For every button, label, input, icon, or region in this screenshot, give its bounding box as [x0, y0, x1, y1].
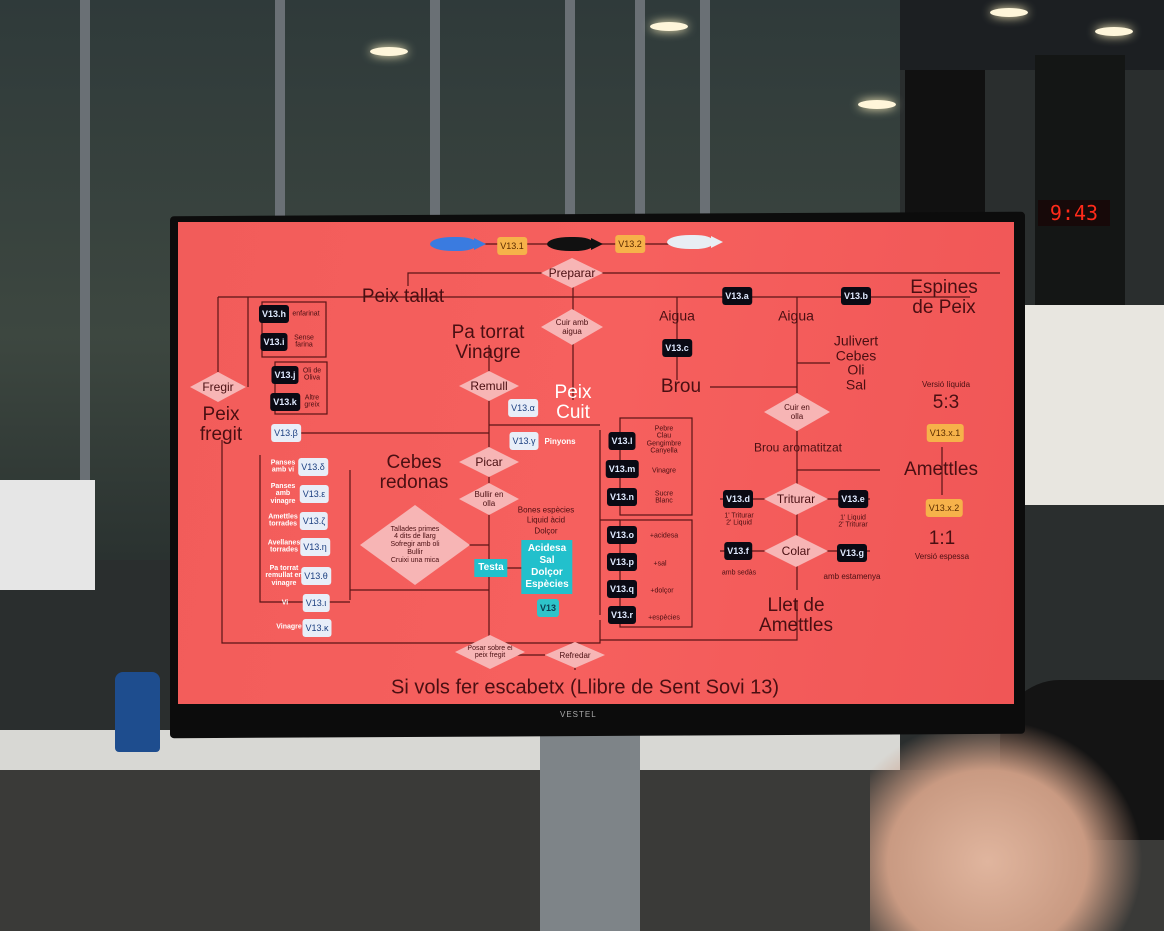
label-llet-de-amettles: Llet de Amettles	[759, 595, 833, 636]
badge-v13-iota: V13.ι	[302, 594, 330, 612]
label-espines-de-peix: Espines de Peix	[910, 277, 978, 318]
note-v13-f: amb sedàs	[721, 569, 757, 577]
badge-v13-p: V13.p	[606, 553, 638, 571]
badge-v13-r: V13.r	[607, 606, 637, 624]
badge-v13-h: V13.h	[258, 305, 290, 323]
wall-clock: 9:43	[1038, 200, 1110, 226]
extra-label: Amettles torrades	[268, 513, 298, 528]
option-label: +espècies	[648, 614, 680, 622]
option-label: enfarinat	[292, 310, 320, 318]
option-label: Vinagre	[651, 467, 677, 475]
pillar	[905, 70, 985, 230]
window-frame	[80, 0, 90, 560]
badge-v13-epsilon: V13.ε	[299, 485, 329, 503]
pillar	[1035, 55, 1125, 305]
badge-v13-x1: V13.x.1	[926, 424, 964, 442]
label-peix-tallat: Peix tallat	[361, 286, 445, 308]
label-pinyons: Pinyons	[544, 436, 576, 446]
label-ratio-1-1: 1:1	[928, 528, 956, 550]
badge-v13-j: V13.j	[271, 366, 299, 384]
extra-label: Vinagre	[276, 623, 302, 631]
person-hand	[870, 700, 1164, 931]
note-v13-d: 1' Triturar 2' Liquid	[724, 512, 754, 527]
option-label: Oli de Oliva	[302, 367, 322, 382]
label-versio-espessa: Versió espessa	[914, 551, 970, 561]
badge-v13-f: V13.f	[724, 542, 752, 560]
diagram-title: Si vols fer escabetx (Llibre de Sent Sov…	[391, 676, 779, 699]
label-brou: Brou	[660, 376, 702, 398]
option-label: +dolçor	[650, 587, 674, 595]
option-label: Altre greix	[304, 394, 320, 409]
monitor-stand	[540, 725, 640, 931]
option-label: Pebre Clau Gengimbre Canyella	[646, 425, 682, 455]
badge-v13-k: V13.k	[270, 393, 300, 411]
black-fish-icon	[547, 237, 603, 251]
badge-v13-x2: V13.x.2	[925, 499, 963, 517]
monitor-brand: VESTEL	[560, 710, 597, 719]
label-aigua: Aigua	[778, 307, 814, 324]
badge-v13-d: V13.d	[722, 490, 754, 508]
badge-v13-eta: V13.η	[300, 538, 330, 556]
extra-label: Panses amb vi	[270, 459, 296, 474]
badge-v13-zeta: V13.ζ	[299, 512, 329, 530]
badge-v13-delta: V13.δ	[298, 458, 328, 476]
option-label: Sense farina	[294, 334, 314, 349]
badge-v13-theta: V13.θ	[301, 567, 331, 585]
extra-label: Vi	[281, 599, 289, 607]
ceiling-light	[1095, 27, 1133, 36]
option-label: Sucre Blanc	[654, 490, 674, 505]
label-amettles: Amettles	[904, 459, 978, 481]
bookshelf	[1022, 305, 1164, 505]
note-v13-e: 1' Liquid 2' Triturar	[838, 514, 868, 529]
extra-label: Pa torrat remullat en vinagre	[265, 564, 303, 587]
printer	[0, 480, 95, 590]
option-label: +acidesa	[649, 532, 679, 540]
label-cebes-redonas: Cebes redonas	[379, 452, 449, 493]
badge-v13-gamma: V13.γ	[509, 432, 539, 450]
badge-v13-q: V13.q	[606, 580, 638, 598]
badge-v13-i: V13.i	[260, 333, 288, 351]
label-aigua: Aigua	[659, 307, 695, 324]
badge-v13-kappa: V13.κ	[302, 619, 332, 637]
badge-v13-a: V13.a	[722, 287, 752, 305]
badge-v13-l: V13.l	[608, 432, 636, 450]
badge-v13-n: V13.n	[606, 488, 638, 506]
badge-v13-c: V13.c	[662, 339, 692, 357]
ceiling-light	[370, 47, 408, 56]
badge-v13-e: V13.e	[838, 490, 868, 508]
label-versio-liquida: Versió líquida	[921, 379, 971, 389]
label-brou-aromatitzat: Brou aromatitzat	[753, 440, 843, 455]
white-fish-icon	[667, 235, 723, 249]
label-peix-fregit: Peix fregit	[199, 404, 243, 445]
ceiling-light	[858, 100, 896, 109]
badge-v13: V13	[536, 599, 560, 617]
badge-v13-b: V13.b	[840, 287, 872, 305]
ceiling-light	[990, 8, 1028, 17]
badge-v13-m: V13.m	[605, 460, 639, 478]
label-peix-cuit: Peix Cuit	[554, 382, 592, 423]
badge-v13-g: V13.g	[836, 544, 868, 562]
blue-fish-icon	[430, 237, 486, 251]
badge-v13-1: V13.1	[497, 237, 527, 255]
label-bones-especies: Bones espècies Liquid àcid Dolçor	[517, 505, 575, 536]
label-acidesa-sal-dolcor-especies: Acidesa Sal Dolçor Espècies	[521, 540, 573, 594]
badge-v13-o: V13.o	[606, 526, 638, 544]
label-julivert-cebes-oli-sal: Julivert Cebes Oli Sal	[833, 332, 879, 393]
extra-label: Panses amb vinagre	[270, 482, 296, 505]
badge-v13-2: V13.2	[615, 235, 645, 253]
label-ratio-5-3: 5:3	[932, 392, 960, 414]
water-bottle	[115, 672, 160, 752]
label-pa-torrat-vinagre: Pa torrat Vinagre	[451, 322, 525, 363]
option-label: +sal	[653, 560, 667, 568]
badge-v13-beta: V13.β	[271, 424, 301, 442]
badge-v13-alpha: V13.α	[508, 399, 538, 417]
extra-label: Avellanes torrades	[267, 539, 301, 554]
ceiling-light	[650, 22, 688, 31]
label-testa: Testa	[474, 559, 508, 577]
note-v13-g: amb estamenya	[823, 571, 881, 581]
